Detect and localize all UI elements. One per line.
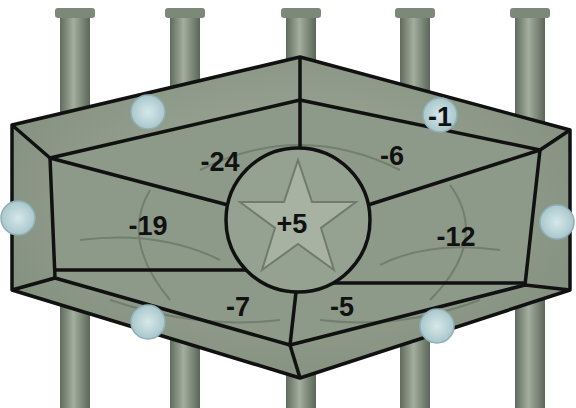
region-number: -7 [226,294,250,321]
plaque-region: -24 [50,100,300,205]
region-number: -12 [436,224,475,251]
region-number: +5 [277,211,308,238]
star-circle-region: +5 [226,148,370,292]
plaque-region: -6 [300,100,540,205]
region-shape [50,100,300,205]
plaque-region: -5 [290,283,525,345]
region-shape [333,150,540,283]
plaque-region: -7 [55,270,296,345]
region-number: -5 [330,294,354,321]
relief-detail [80,145,500,323]
region-shape [300,100,540,205]
outlines [12,57,570,378]
region-shape [55,270,296,345]
region-number: -1 [428,104,452,131]
region-number: -24 [200,149,239,176]
rosettes [1,95,574,343]
region-number: -19 [128,213,167,240]
region-number: -6 [380,143,404,170]
region-shape [290,283,525,345]
plaque-region: -12 [333,150,540,283]
plaque-region: -1 [300,57,570,150]
plaque-region: -19 [50,158,246,270]
